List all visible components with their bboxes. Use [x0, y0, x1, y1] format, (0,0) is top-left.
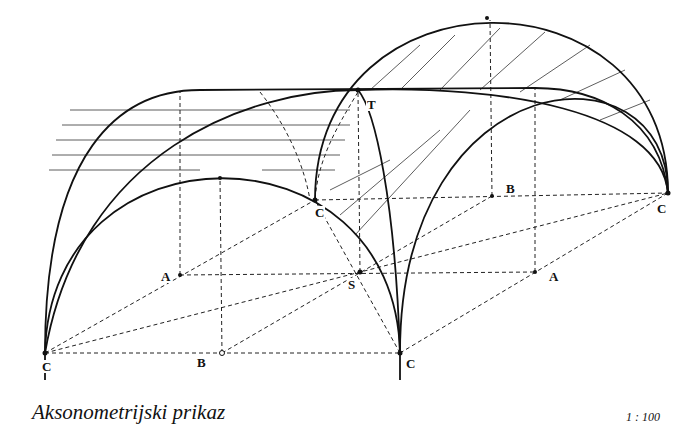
point-letter: A [548, 270, 559, 283]
scale-note: 1 : 100 [626, 410, 660, 425]
point-letter: C [656, 202, 667, 215]
point-letter: C [41, 360, 52, 373]
drawing-caption: Aksonometrijski prikaz [32, 400, 225, 425]
point-letter: T [366, 98, 377, 111]
point-letter: C [314, 206, 325, 219]
vault-arches [45, 23, 668, 380]
point-letter: B [505, 182, 516, 195]
point-letter: C [405, 357, 416, 370]
hatching [49, 28, 650, 235]
plan-lines [45, 20, 668, 353]
point-letter: S [347, 278, 356, 291]
points [43, 16, 671, 356]
point-letter: B [196, 356, 207, 369]
point-letter: A [160, 270, 171, 283]
